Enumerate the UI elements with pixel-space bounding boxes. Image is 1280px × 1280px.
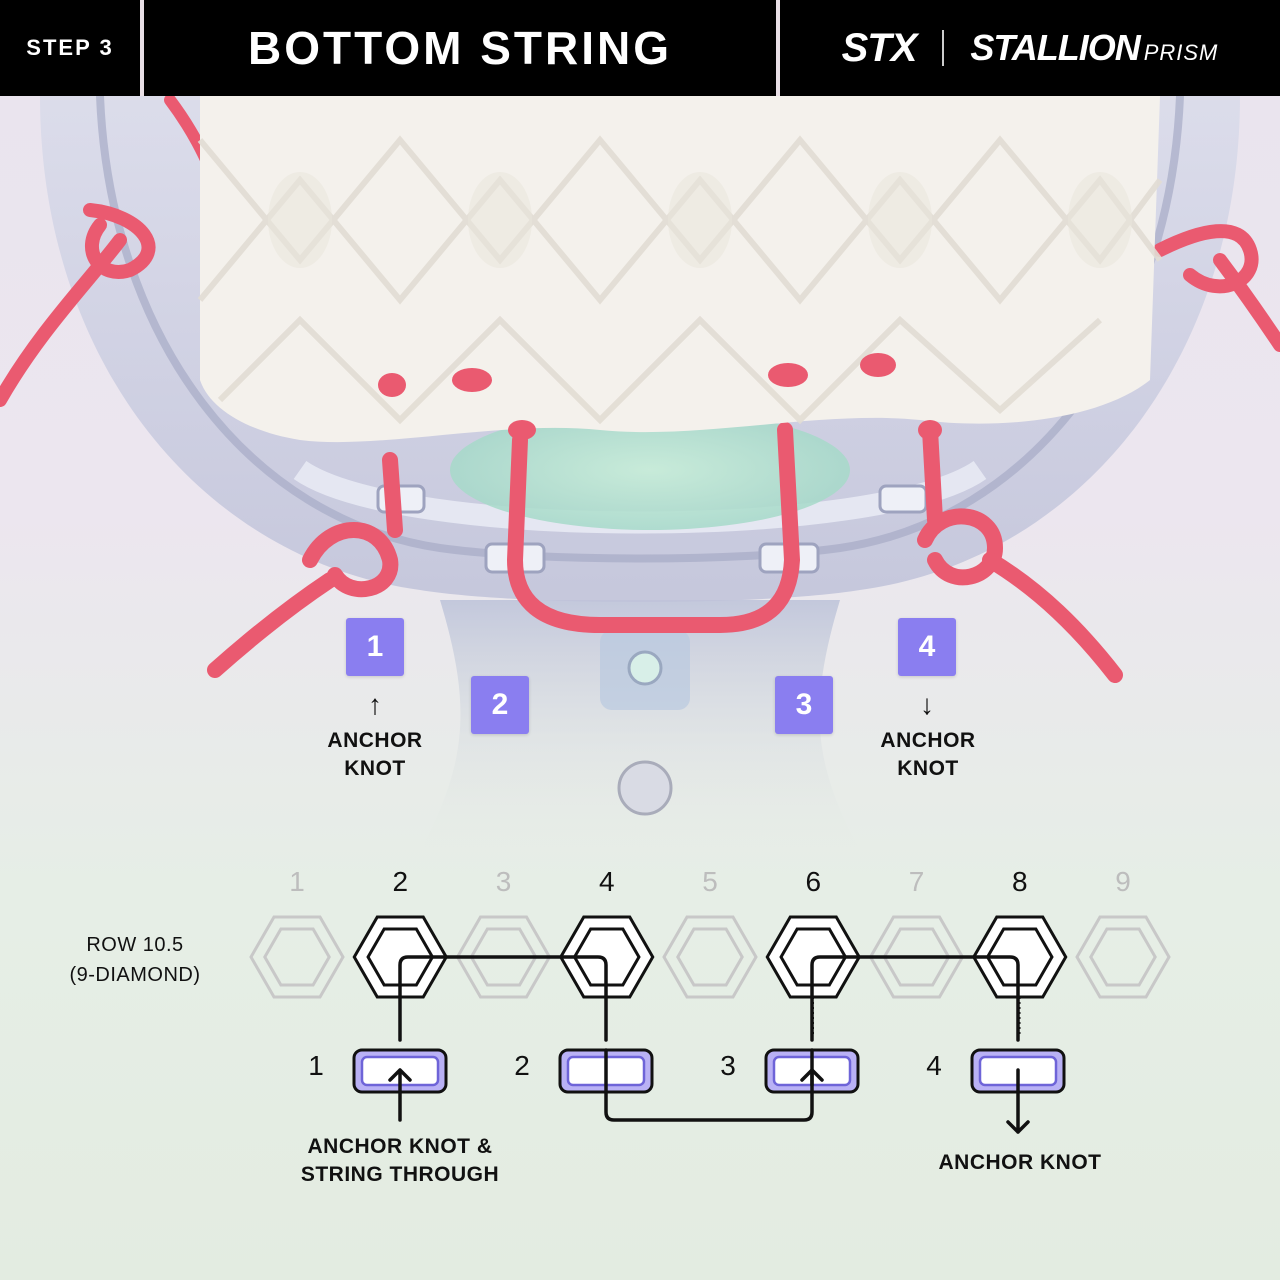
page-title: BOTTOM STRING — [144, 0, 780, 96]
arrow-down-icon: ↓ — [920, 689, 934, 720]
stallion-logo-text: STALLION — [970, 27, 1140, 68]
diamond-column-number: 5 — [702, 866, 718, 897]
diamond-column-number: 4 — [598, 866, 615, 897]
diamond-column-number: 3 — [495, 866, 512, 897]
photo-badge-3: 3 — [775, 676, 833, 734]
diamond-column-number: 8 — [1011, 866, 1028, 897]
diagram-arrows — [388, 1068, 1030, 1134]
holographic-insert — [450, 410, 850, 530]
diagram-label-start: ANCHOR KNOT & STRING THROUGH — [270, 1133, 530, 1189]
prism-logo-text: PRISM — [1143, 40, 1219, 65]
diamond-inactive — [1075, 915, 1171, 999]
diamond-column-number: 7 — [908, 866, 925, 897]
string-path-segment-bottom — [604, 1048, 814, 1122]
photo-label-right-line1: ANCHOR — [880, 729, 976, 752]
string-path — [398, 955, 1020, 1122]
photo-label-left-line2: KNOT — [344, 757, 406, 780]
arrow-up-icon-start — [388, 1068, 412, 1122]
photo-badge-2: 2 — [471, 676, 529, 734]
arrow-up-icon: ↑ — [368, 689, 382, 720]
diagram-label-start-line2: STRING THROUGH — [300, 1163, 500, 1186]
diagram-label-end: ANCHOR KNOT — [938, 1151, 1102, 1174]
photo-label-left-line1: ANCHOR — [327, 729, 423, 752]
arrow-up-icon-slot-3 — [800, 1068, 824, 1087]
arrow-down-icon-end — [1006, 1068, 1030, 1134]
sidewall-hole-number: 3 — [720, 1050, 736, 1081]
diagram-label-start-line1: ANCHOR KNOT & — [307, 1135, 493, 1158]
string-path-segment-top-right — [810, 955, 1020, 1042]
mesh-pocket — [197, 96, 1163, 443]
sidewall-hole-number: 2 — [514, 1050, 530, 1081]
diamond-column-number: 6 — [805, 866, 822, 897]
photo-label-left: ANCHOR KNOT — [275, 727, 475, 783]
diamond-inactive — [662, 915, 758, 999]
row-label: ROW 10.5 (9-DIAMOND) — [50, 930, 220, 990]
diamond-active — [972, 915, 1068, 1037]
row-label-line1: ROW 10.5 — [86, 934, 184, 956]
photo-label-right: ANCHOR KNOT — [828, 727, 1028, 783]
diamond-column-number: 9 — [1115, 866, 1131, 897]
screw-icon — [617, 760, 673, 816]
sidewall-hole-number: 1 — [308, 1050, 324, 1081]
row-label-line2: (9-DIAMOND) — [69, 964, 201, 986]
diamond-row — [249, 915, 1171, 1037]
stringing-diagram — [249, 915, 1171, 1134]
stx-logo: STX — [841, 25, 918, 70]
logo-divider — [942, 30, 945, 66]
diamond-column-number: 2 — [392, 866, 409, 897]
photo-badge-1: 1 — [346, 618, 404, 676]
bottom-string — [207, 422, 1123, 683]
diamond-column-number: 1 — [289, 866, 305, 897]
diamond-active — [765, 915, 861, 1037]
step-label: STEP 3 — [0, 0, 144, 96]
diamond-inactive — [249, 915, 345, 999]
photo-badge-4: 4 — [898, 618, 956, 676]
head-throat — [420, 600, 860, 850]
lacrosse-head-illustration — [0, 96, 1280, 850]
sidewall-hole-number: 4 — [926, 1050, 942, 1081]
string-path-segment-top-left — [398, 955, 608, 1042]
photo-label-right-line2: KNOT — [897, 757, 959, 780]
